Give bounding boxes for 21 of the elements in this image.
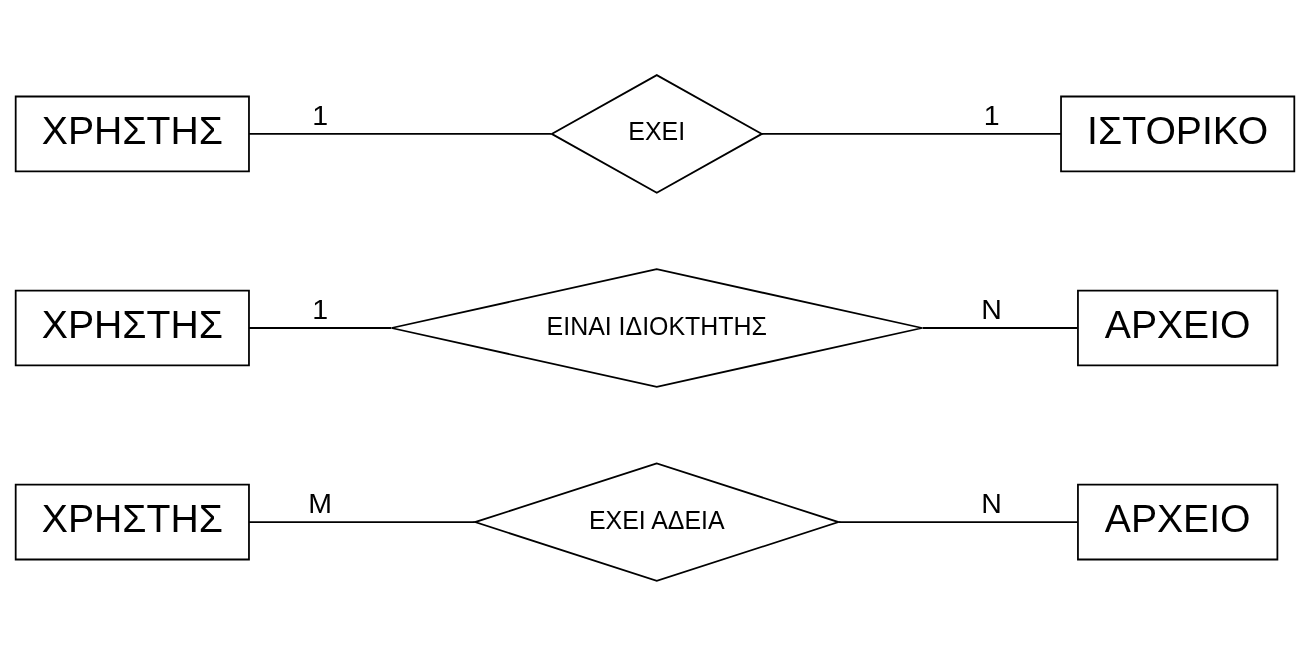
node-box: ΑΡΧΕΙΟ	[1077, 289, 1279, 366]
edge-label: N	[981, 292, 1002, 325]
edge-label: 1	[312, 98, 329, 131]
edge-label: N	[981, 486, 1002, 519]
node-diamond: ΕΙΝΑΙ ΙΔΙΟΚΤΗΤΗΣ	[390, 267, 923, 388]
node-box: ΧΡΗΣΤΗΣ	[14, 95, 250, 172]
connector	[248, 132, 552, 135]
connector	[761, 132, 1062, 135]
edge-label: 1	[983, 98, 1000, 131]
edge-label: M	[308, 486, 333, 519]
node-diamond: ΕΧΕΙ	[549, 73, 764, 194]
edge-label: 1	[312, 292, 329, 325]
connector	[248, 326, 392, 329]
node-box: ΑΡΧΕΙΟ	[1077, 483, 1279, 560]
node-diamond: ΕΧΕΙ ΑΔΕΙΑ	[472, 461, 842, 582]
node-box: ΧΡΗΣΤΗΣ	[14, 289, 250, 366]
node-box: ΙΣΤΟΡΙΚΟ	[1060, 95, 1296, 172]
connector	[921, 326, 1079, 329]
node-box: ΧΡΗΣΤΗΣ	[14, 483, 250, 560]
connector	[248, 520, 476, 523]
connector	[837, 520, 1079, 523]
